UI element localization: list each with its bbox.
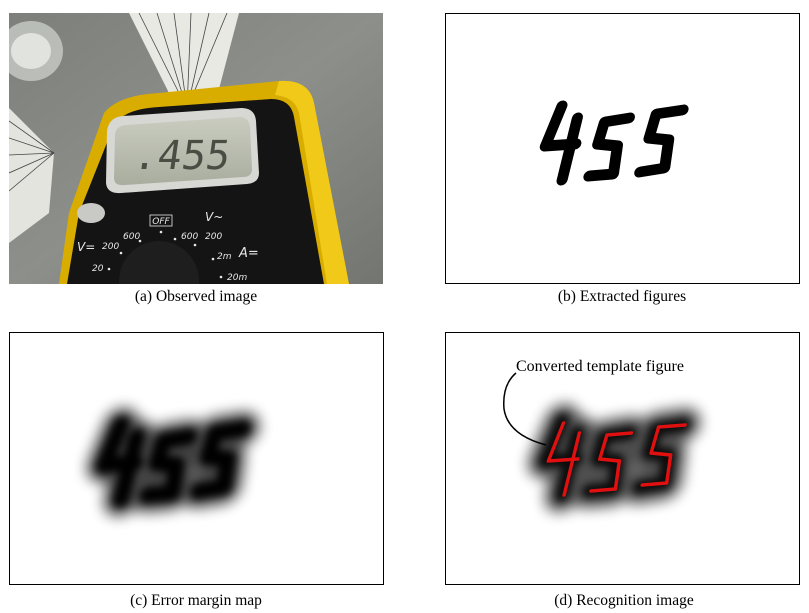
recognition-image xyxy=(503,372,701,512)
caption-c: (c) Error margin map xyxy=(130,592,262,609)
dial-v-ac-label: V~ xyxy=(205,210,223,224)
panel-b-extracted-figures xyxy=(445,13,800,284)
lcd-reading: .455 xyxy=(131,133,234,179)
dial-2m: 2m xyxy=(217,252,232,262)
panel-d-recognition-image: Converted template figure xyxy=(445,332,800,585)
dial-20-left: 20 xyxy=(92,264,104,274)
dial-20m: 20m xyxy=(227,273,247,283)
panel-a-observed-image: .455 OFF V~ V= A= 600 600 200 200 20 2m … xyxy=(9,13,383,284)
dial-600-right: 600 xyxy=(181,232,198,242)
dial-a-dc-label: A= xyxy=(238,246,259,261)
dial-200-left: 200 xyxy=(102,242,119,252)
error-margin-map xyxy=(86,408,260,516)
caption-a: (a) Observed image xyxy=(134,288,258,305)
dial-200-right: 200 xyxy=(205,232,222,242)
callout-leader xyxy=(503,372,547,446)
extracted-digits xyxy=(539,100,689,186)
callout-label: Converted template figure xyxy=(516,358,684,375)
multimeter-photo: .455 OFF V~ V= A= 600 600 200 200 20 2m … xyxy=(9,13,383,284)
dial-off-label: OFF xyxy=(152,217,170,227)
caption-b: (b) Extracted figures xyxy=(557,288,687,305)
template-digits xyxy=(546,421,687,497)
caption-d: (d) Recognition image xyxy=(554,592,694,609)
dial-600-left: 600 xyxy=(123,232,140,242)
dial-v-dc-label: V= xyxy=(77,240,95,254)
panel-c-error-margin-map xyxy=(9,332,384,585)
